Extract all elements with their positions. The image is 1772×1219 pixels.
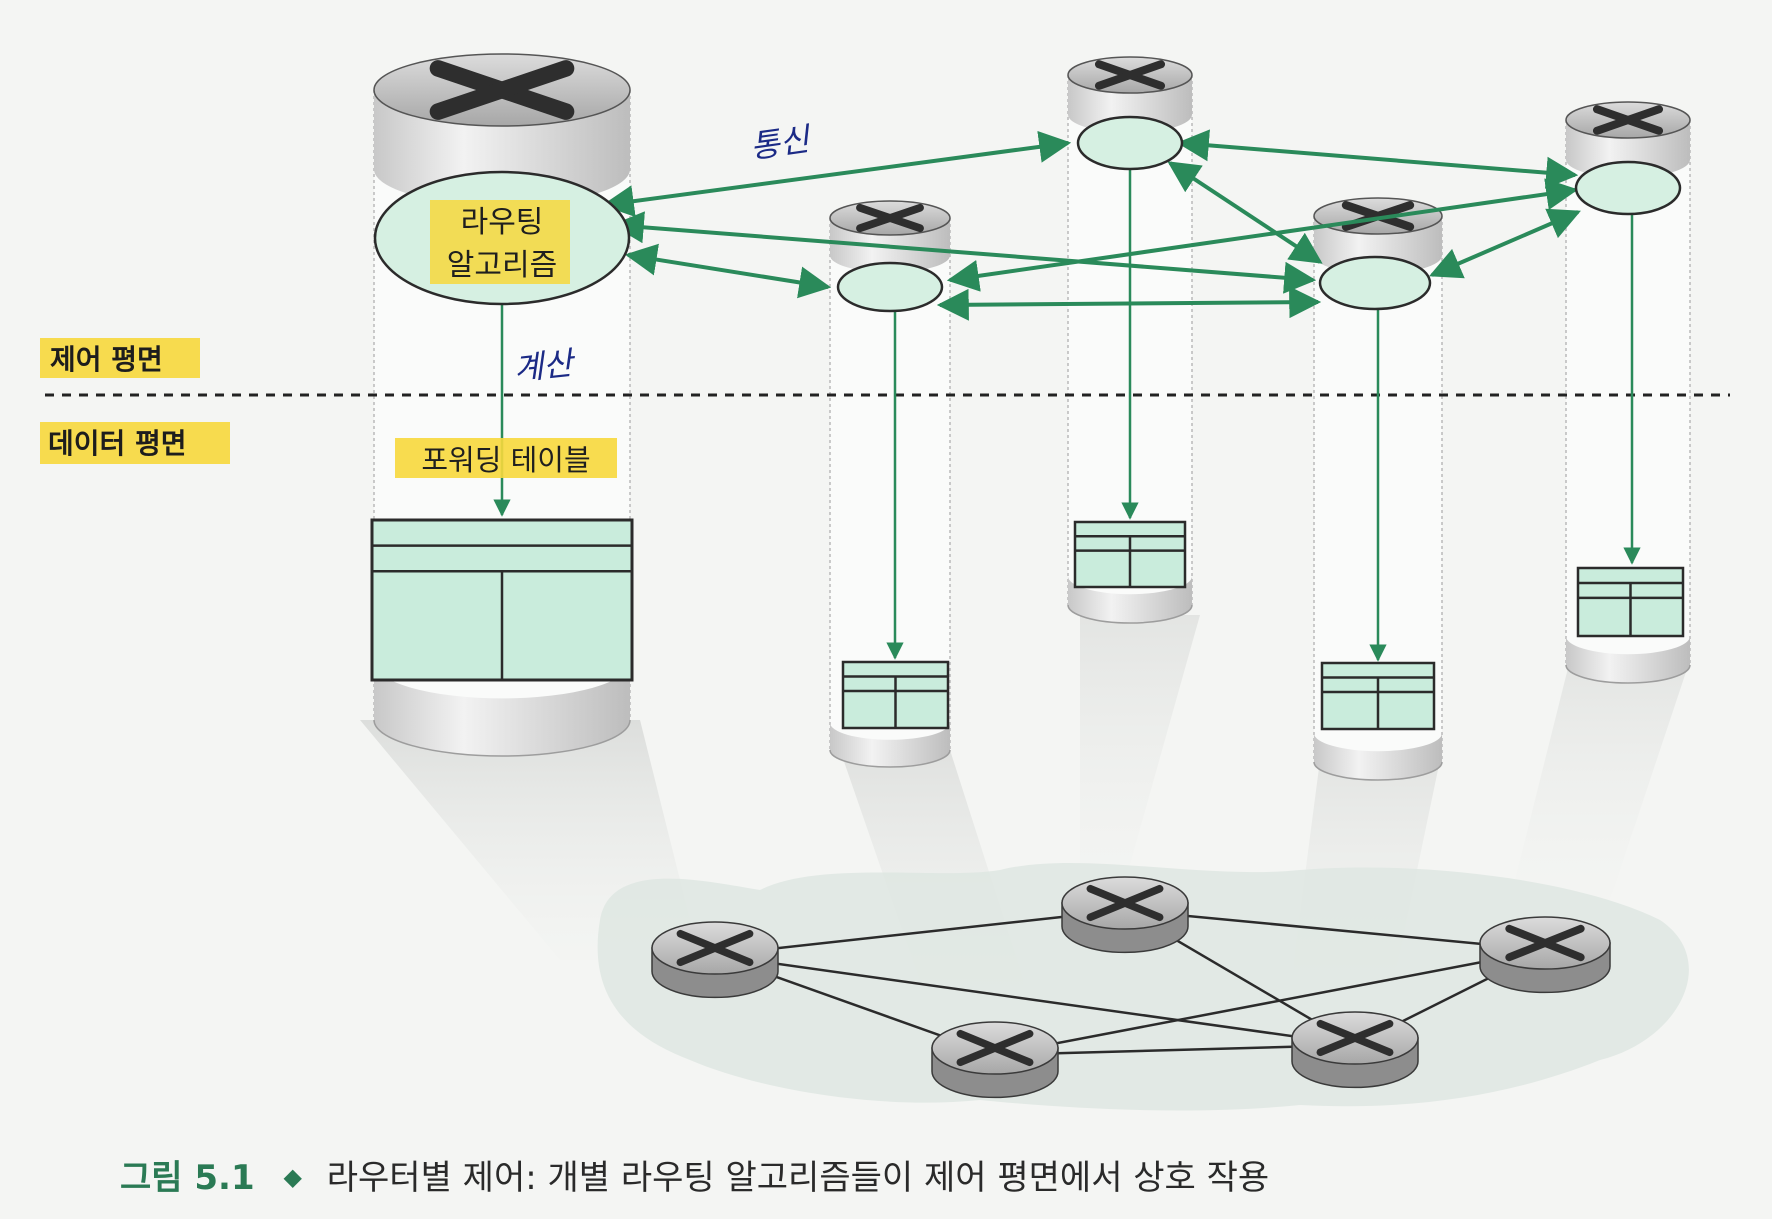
forwarding-tables	[370, 518, 1685, 731]
forwarding-table-3	[841, 660, 950, 730]
routing-algorithm-node-5	[1574, 160, 1682, 216]
router-cross-icon	[829, 200, 951, 236]
router-cross-icon	[1313, 197, 1443, 235]
network-router-2	[1061, 876, 1189, 954]
figure-number: 그림 5.1	[120, 1158, 255, 1198]
router-cross-icon	[373, 53, 631, 127]
forwarding-table-5	[1576, 566, 1685, 638]
highlight-data-plane	[40, 422, 230, 464]
forwarding-table-label: 포워딩 테이블	[421, 443, 590, 477]
routing-algorithm-node-2	[1076, 115, 1184, 171]
network-routers	[651, 876, 1611, 1099]
data-plane-label: 데이터 평면	[48, 427, 187, 460]
network-router-1	[651, 921, 779, 999]
routing-algorithm-label-2: 알고리즘	[447, 248, 557, 283]
routing-algorithm-node-3	[836, 261, 944, 313]
handwritten-computation: 계산	[512, 344, 578, 388]
router-cross-icon	[1565, 101, 1691, 139]
network-router-4	[931, 1021, 1059, 1099]
network-router-3	[1479, 916, 1611, 994]
network-router-5	[1291, 1011, 1419, 1089]
routing-algorithm-label-1: 라우팅	[461, 205, 544, 240]
routing-algorithm-node-4	[1318, 255, 1432, 311]
highlight-routing-algorithm	[430, 200, 570, 284]
highlight-control-plane	[40, 338, 200, 378]
highlight-forwarding-table	[395, 438, 617, 478]
control-plane-label: 제어 평면	[50, 343, 163, 376]
handwritten-communication: 통신	[748, 120, 814, 166]
communication-arrows	[601, 129, 1581, 321]
computation-arrows	[493, 165, 1641, 662]
figure-caption: 그림 5.1 ◆ 라우터별 제어: 개별 라우팅 알고리즘들이 제어 평면에서 …	[120, 1150, 1680, 1198]
caption-text: 라우터별 제어: 개별 라우팅 알고리즘들이 제어 평면에서 상호 작용	[326, 1158, 1270, 1198]
caption-bullet: ◆	[283, 1163, 302, 1191]
forwarding-table-main	[370, 518, 634, 682]
forwarding-table-2	[1073, 520, 1187, 589]
router-cross-icon	[1067, 56, 1193, 94]
forwarding-table-4	[1320, 661, 1436, 731]
